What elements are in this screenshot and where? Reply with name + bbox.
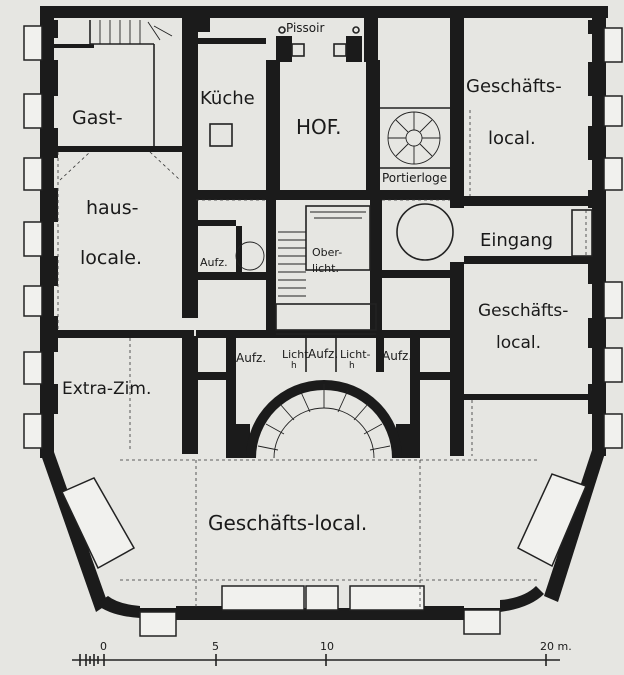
label-licht-2: Licht- (340, 348, 371, 361)
label-aufz-4: Aufz. (382, 349, 412, 363)
label-kueche: Küche (200, 88, 255, 109)
room-labels: Pissoir Gast- haus- locale. Küche HOF. P… (62, 21, 568, 535)
label-licht-1b: h (291, 361, 297, 371)
label-oberlicht-2: licht. (312, 262, 339, 275)
scale-bar: 0 5 10 20 m. (72, 640, 572, 666)
label-oberlicht-1: Ober- (312, 246, 342, 259)
label-local-mid: local. (496, 333, 541, 353)
label-local-upper: local. (488, 128, 536, 149)
label-extra-zim: Extra-Zim. (62, 379, 151, 399)
stairs (99, 20, 441, 459)
label-locale: locale. (80, 247, 142, 269)
scale-label-0: 0 (100, 640, 107, 653)
label-eingang: Eingang (480, 230, 553, 251)
scale-label-10: 10 (320, 640, 334, 653)
scale-label-20: 20 m. (540, 640, 572, 653)
dashed-lines (57, 110, 587, 608)
label-hof: HOF. (296, 115, 341, 139)
left-windows (23, 25, 43, 449)
right-piers (588, 20, 606, 414)
right-windows (603, 27, 623, 449)
label-geschaefts-mid: Geschäfts- (478, 301, 568, 321)
left-piers (40, 20, 58, 414)
label-geschaefts-local-main: Geschäfts-local. (208, 511, 367, 535)
label-gast: Gast- (72, 107, 123, 129)
label-aufz-3: Aufz. (308, 347, 338, 361)
label-pissoir: Pissoir (286, 21, 324, 35)
label-geschaefts-upper: Geschäfts- (466, 76, 562, 97)
label-haus: haus- (86, 197, 138, 219)
scale-label-5: 5 (212, 640, 219, 653)
pissoir-fixtures (278, 26, 360, 57)
label-aufz-2: Aufz. (236, 351, 266, 365)
label-licht-2b: h (349, 361, 355, 371)
label-aufz-1: Aufz. (200, 256, 228, 269)
diagonal-bays (60, 473, 588, 570)
label-licht-1: Licht- (282, 348, 313, 361)
label-portierloge: Portierloge (382, 171, 447, 185)
bottom-windows (139, 585, 501, 637)
